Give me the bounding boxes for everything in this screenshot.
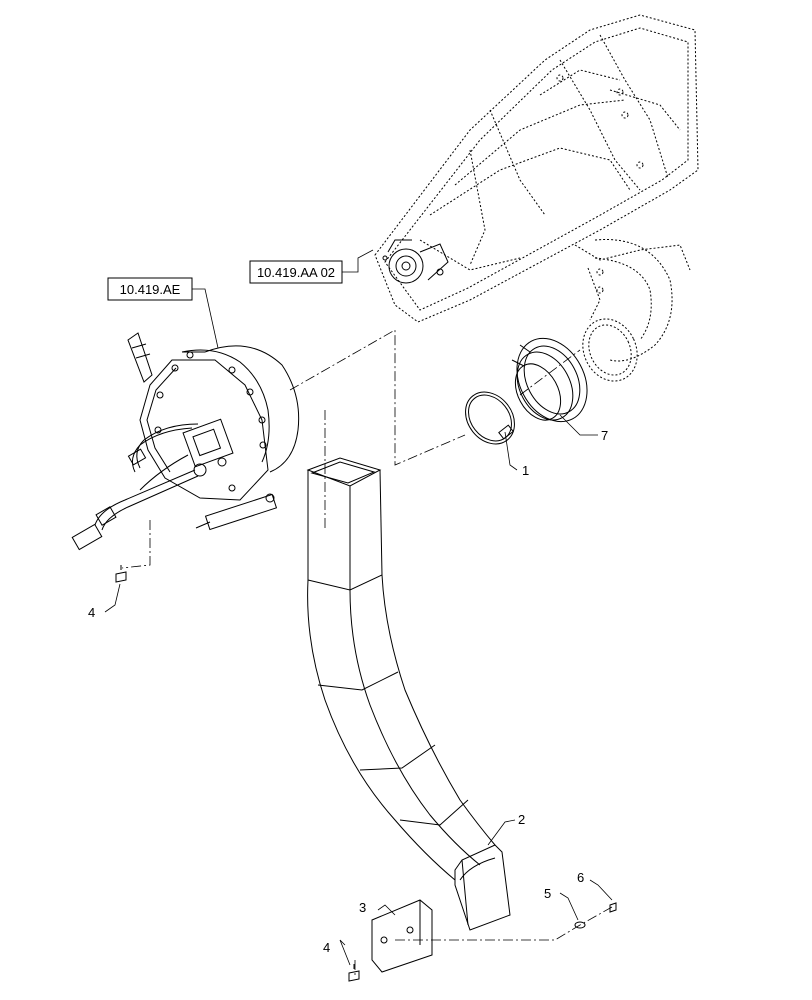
reference-ae-leader xyxy=(192,288,219,349)
blower-assembly xyxy=(71,332,300,551)
reference-aa02-label: 10.419.AA 02 xyxy=(257,265,335,280)
adapter-ring-part-7 xyxy=(511,337,588,423)
callout-2: 2 xyxy=(518,812,525,827)
callout-4-lower: 4 xyxy=(323,940,330,955)
bracket-part-3 xyxy=(371,899,433,973)
callout-5: 5 xyxy=(544,886,551,901)
washer-part-5 xyxy=(574,921,586,929)
reference-ae-label: 10.419.AE xyxy=(120,282,181,297)
assembly-lines xyxy=(121,329,613,975)
callout-3: 3 xyxy=(359,900,366,915)
reference-aa02-leader xyxy=(342,249,374,273)
reference-aa02[interactable]: 10.419.AA 02 xyxy=(249,249,374,284)
callout-4-upper: 4 xyxy=(88,605,95,620)
callout-leaders xyxy=(104,414,613,966)
callout-1: 1 xyxy=(522,463,529,478)
callout-6: 6 xyxy=(577,870,584,885)
reference-ae[interactable]: 10.419.AE xyxy=(107,277,219,349)
clamp-part-1 xyxy=(465,391,515,445)
bolt-part-4-upper xyxy=(115,565,127,583)
upper-housing xyxy=(374,14,699,382)
duct-part-2 xyxy=(306,457,511,931)
callout-7: 7 xyxy=(601,428,608,443)
nut-part-6 xyxy=(609,902,617,913)
bolt-part-4-lower xyxy=(348,964,360,982)
